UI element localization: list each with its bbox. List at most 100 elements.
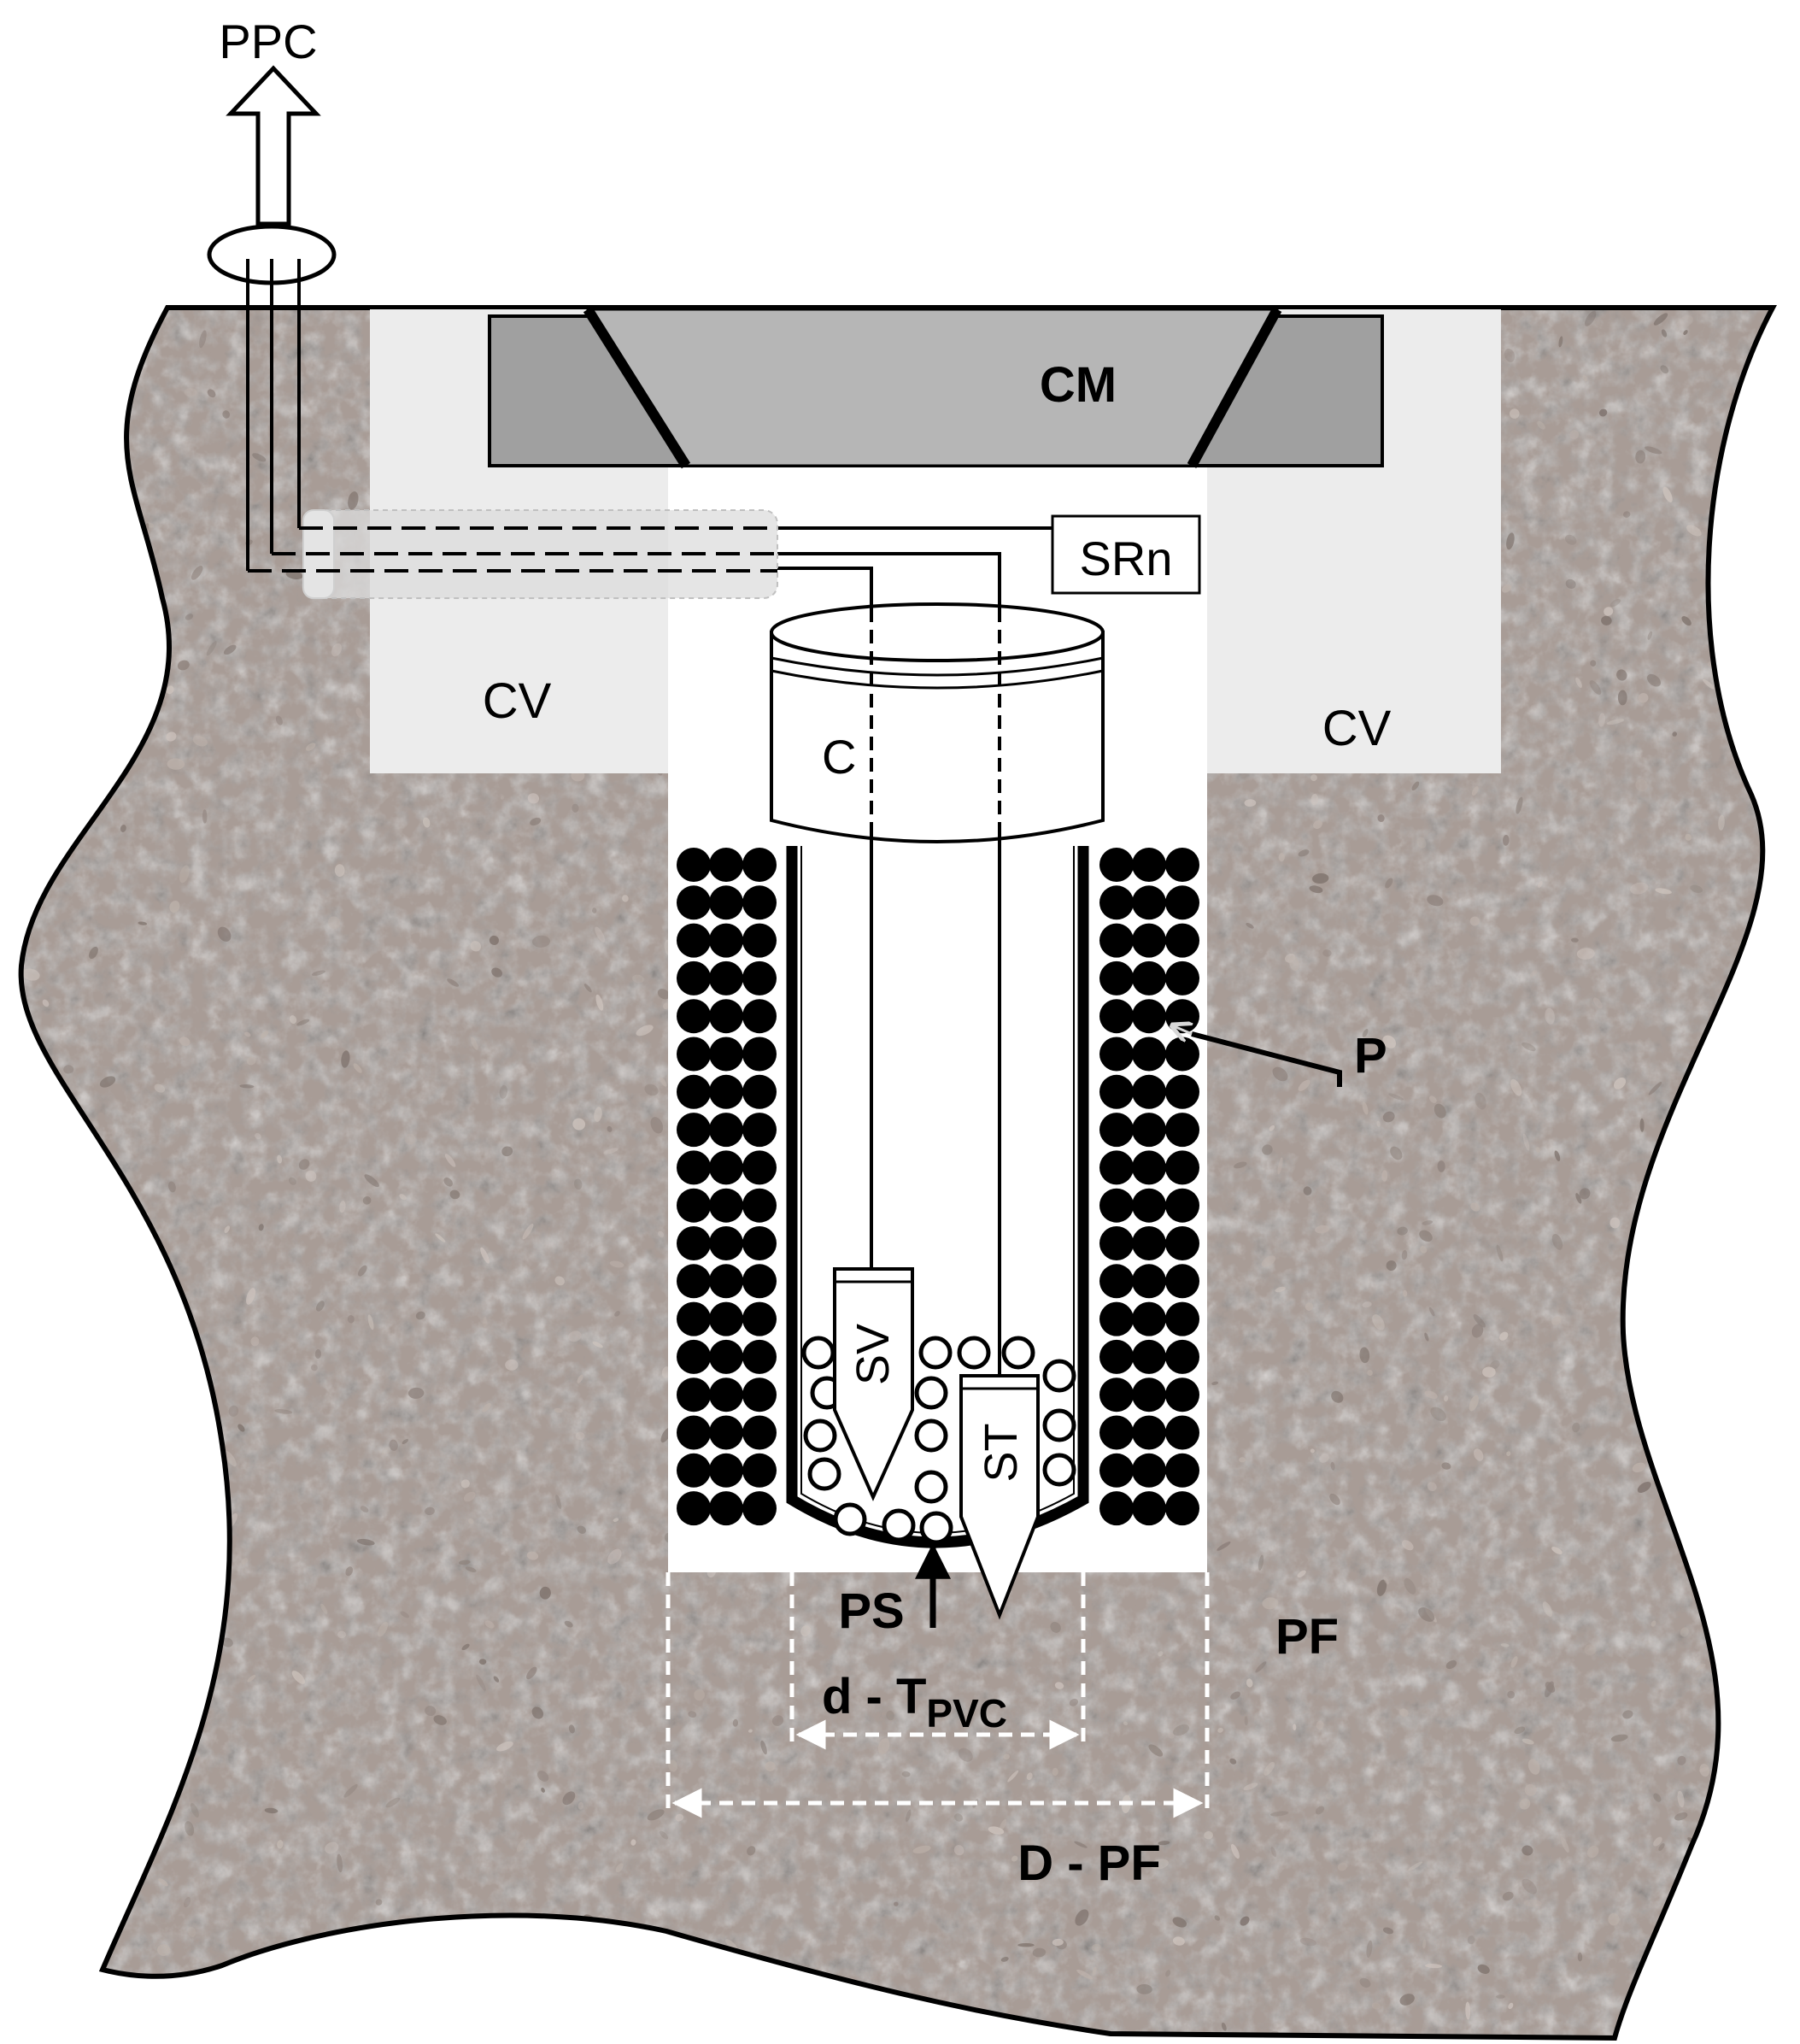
soil-speck	[1211, 1381, 1219, 1385]
soil-speck	[32, 474, 43, 485]
soil-speck	[196, 1570, 202, 1577]
backfill-particle	[677, 1037, 711, 1072]
soil-speck	[1362, 1029, 1369, 1037]
soil-speck	[1727, 1717, 1744, 1724]
soil-speck	[500, 796, 505, 800]
backfill-particle	[1165, 1226, 1199, 1260]
soil-speck	[1428, 1307, 1435, 1317]
soil-speck	[1719, 1700, 1733, 1711]
soil-speck	[315, 1301, 325, 1312]
soil-speck	[1385, 878, 1393, 889]
st-sensor: ST	[959, 1374, 1040, 1620]
soil-speck	[296, 1019, 310, 1026]
soil-speck	[1234, 1161, 1247, 1169]
cable-outer	[777, 552, 1001, 608]
soil-speck	[355, 708, 363, 719]
soil-speck	[404, 1133, 416, 1145]
soil-speck	[1746, 1497, 1756, 1502]
soil-speck	[901, 1771, 911, 1777]
soil-speck	[511, 1979, 526, 1990]
soil-speck	[489, 935, 499, 945]
soil-speck	[1739, 1347, 1744, 1354]
soil-speck	[1372, 1314, 1385, 1330]
backfill-particle	[709, 1491, 743, 1526]
backfill-particle	[677, 1415, 711, 1450]
soil-speck	[1322, 949, 1332, 957]
soil-speck	[468, 1518, 474, 1524]
tube-cap-ring-2	[771, 669, 1104, 690]
soil-speck	[217, 926, 232, 942]
soil-speck	[1535, 1147, 1540, 1153]
soil-speck	[1699, 1763, 1710, 1777]
soil-speck	[472, 1982, 488, 1988]
backfill-particle	[677, 848, 711, 882]
soil-speck	[165, 1752, 184, 1757]
backfill-particle	[1132, 1339, 1166, 1374]
soil-speck	[1725, 1477, 1731, 1489]
soil-speck	[1217, 1542, 1231, 1551]
soil-speck	[425, 1507, 435, 1516]
soil-speck	[89, 946, 98, 960]
soil-speck	[647, 1809, 665, 1821]
soil-speck	[310, 1364, 318, 1371]
soil-speck	[1584, 1644, 1597, 1655]
backfill-particle	[677, 1377, 711, 1413]
soil-speck	[22, 968, 40, 981]
cv-right-label: CV	[1322, 701, 1392, 756]
soil-speck	[1545, 1682, 1556, 1693]
soil-speck	[1683, 330, 1688, 336]
soil-speck	[1408, 1861, 1422, 1871]
soil-speck	[607, 1548, 622, 1565]
soil-speck	[609, 1260, 624, 1268]
soil-speck	[1470, 1202, 1480, 1212]
soil-speck	[527, 793, 540, 804]
soil-speck	[425, 1706, 437, 1717]
soil-speck	[480, 1247, 490, 1264]
soil-speck	[1165, 1970, 1171, 1977]
soil-speck	[1601, 615, 1612, 626]
sv-label: SV	[847, 1324, 899, 1385]
soil-speck	[753, 2017, 765, 2027]
soil-speck	[607, 1125, 613, 1132]
soil-speck	[1297, 1570, 1306, 1578]
p-pointer: P	[1172, 1025, 1387, 1087]
cable-conduit	[248, 509, 778, 599]
soil-speck	[483, 1317, 487, 1328]
backfill-particle	[677, 923, 711, 958]
soil-speck	[1404, 1577, 1416, 1595]
soil-speck	[564, 1620, 573, 1628]
soil-speck	[1246, 1678, 1253, 1688]
soil-speck	[554, 1276, 565, 1286]
soil-speck	[182, 1744, 187, 1760]
soil-speck	[1052, 1938, 1064, 1947]
soil-speck	[1551, 1234, 1563, 1250]
backfill-particle	[1132, 885, 1166, 920]
soil-speck	[591, 907, 597, 913]
soil-speck	[1437, 1160, 1445, 1172]
soil-speck	[1521, 1042, 1536, 1052]
soil-speck	[659, 1830, 669, 1840]
p-pointer-line	[1191, 1031, 1342, 1087]
soil-speck	[988, 1826, 1005, 1835]
soil-speck	[132, 557, 142, 571]
soil-speck	[1551, 1316, 1562, 1325]
soil-speck	[1017, 1943, 1035, 1947]
backfill-particle	[1132, 1113, 1166, 1148]
soil-speck	[1424, 1390, 1438, 1399]
ppc-connection: PPC	[207, 15, 337, 571]
soil-speck	[614, 1311, 620, 1317]
soil-speck	[207, 2023, 214, 2031]
soil-speck	[1781, 769, 1800, 788]
soil-speck	[1244, 799, 1257, 808]
soil-speck	[1272, 1066, 1288, 1082]
soil-speck	[663, 1002, 670, 1010]
soil-speck	[1770, 1421, 1774, 1433]
soil-speck	[54, 454, 65, 473]
soil-speck	[526, 2017, 536, 2025]
soil-speck	[1514, 1726, 1526, 1735]
backfill-particle	[742, 1264, 777, 1299]
soil-speck	[59, 651, 63, 669]
soil-speck	[1650, 1620, 1656, 1627]
soil-speck	[1504, 348, 1516, 362]
